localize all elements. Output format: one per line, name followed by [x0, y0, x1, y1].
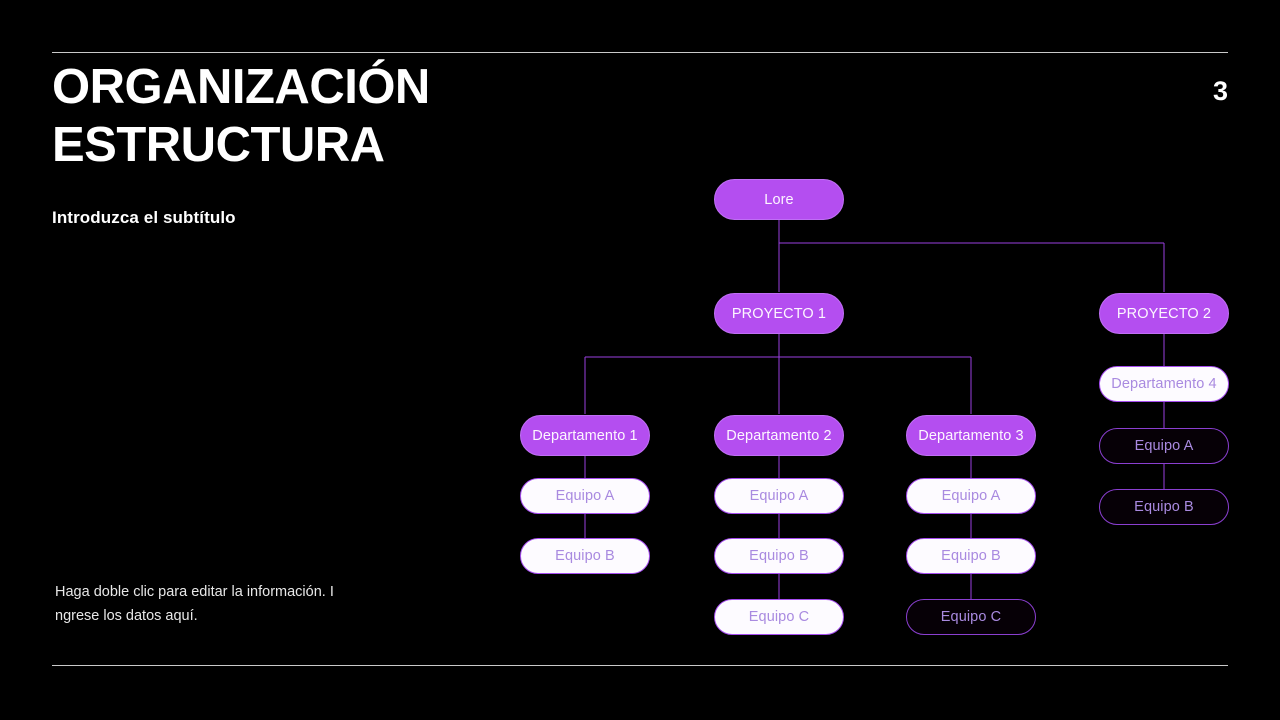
org-node-dep3-equipo-a[interactable]: Equipo A	[906, 478, 1036, 514]
org-node-departamento-2[interactable]: Departamento 2	[714, 415, 844, 456]
page-subtitle: Introduzca el subtítulo	[52, 208, 236, 227]
org-node-proyecto-2[interactable]: PROYECTO 2	[1099, 293, 1229, 334]
org-node-dep4-equipo-a[interactable]: Equipo A	[1099, 428, 1229, 464]
org-node-label: Equipo B	[941, 548, 1001, 564]
org-node-dep2-equipo-a[interactable]: Equipo A	[714, 478, 844, 514]
org-node-dep1-equipo-b[interactable]: Equipo B	[520, 538, 650, 574]
org-node-label: Equipo B	[749, 548, 809, 564]
org-node-departamento-4[interactable]: Departamento 4	[1099, 366, 1229, 402]
org-node-label: Equipo C	[940, 609, 1002, 625]
org-node-label: Equipo A	[1134, 438, 1194, 454]
org-node-label: Departamento 2	[726, 427, 832, 444]
org-node-label: Departamento 4	[1111, 376, 1217, 392]
org-node-departamento-1[interactable]: Departamento 1	[520, 415, 650, 456]
org-node-root[interactable]: Lore	[714, 179, 844, 220]
org-node-label: Equipo A	[941, 488, 1001, 504]
page-title: ORGANIZACIÓN ESTRUCTURA	[52, 58, 692, 174]
org-node-dep4-equipo-b[interactable]: Equipo B	[1099, 489, 1229, 525]
org-node-label: PROYECTO 1	[731, 305, 827, 322]
org-node-dep2-equipo-c[interactable]: Equipo C	[714, 599, 844, 635]
org-node-departamento-3[interactable]: Departamento 3	[906, 415, 1036, 456]
org-node-label: Lore	[764, 191, 794, 208]
page-title-line-1: ORGANIZACIÓN	[52, 60, 430, 114]
org-node-label: Equipo B	[1134, 499, 1194, 515]
body-placeholder-text: Haga doble clic para editar la informaci…	[55, 584, 334, 624]
org-node-dep3-equipo-c[interactable]: Equipo C	[906, 599, 1036, 635]
org-node-dep3-equipo-b[interactable]: Equipo B	[906, 538, 1036, 574]
page-title-line-2: ESTRUCTURA	[52, 118, 385, 172]
org-node-label: Equipo B	[555, 548, 615, 564]
org-node-dep2-equipo-b[interactable]: Equipo B	[714, 538, 844, 574]
page-number: 3	[1212, 76, 1228, 106]
org-node-label: Equipo A	[555, 488, 615, 504]
org-node-label: PROYECTO 2	[1116, 305, 1212, 322]
footer-divider	[52, 665, 1228, 666]
org-node-label: Equipo A	[749, 488, 809, 504]
org-node-label: Departamento 3	[918, 427, 1024, 444]
header-divider	[52, 52, 1228, 53]
org-node-label: Departamento 1	[532, 427, 638, 444]
org-node-label: Equipo C	[748, 609, 810, 625]
org-node-dep1-equipo-a[interactable]: Equipo A	[520, 478, 650, 514]
org-node-proyecto-1[interactable]: PROYECTO 1	[714, 293, 844, 334]
